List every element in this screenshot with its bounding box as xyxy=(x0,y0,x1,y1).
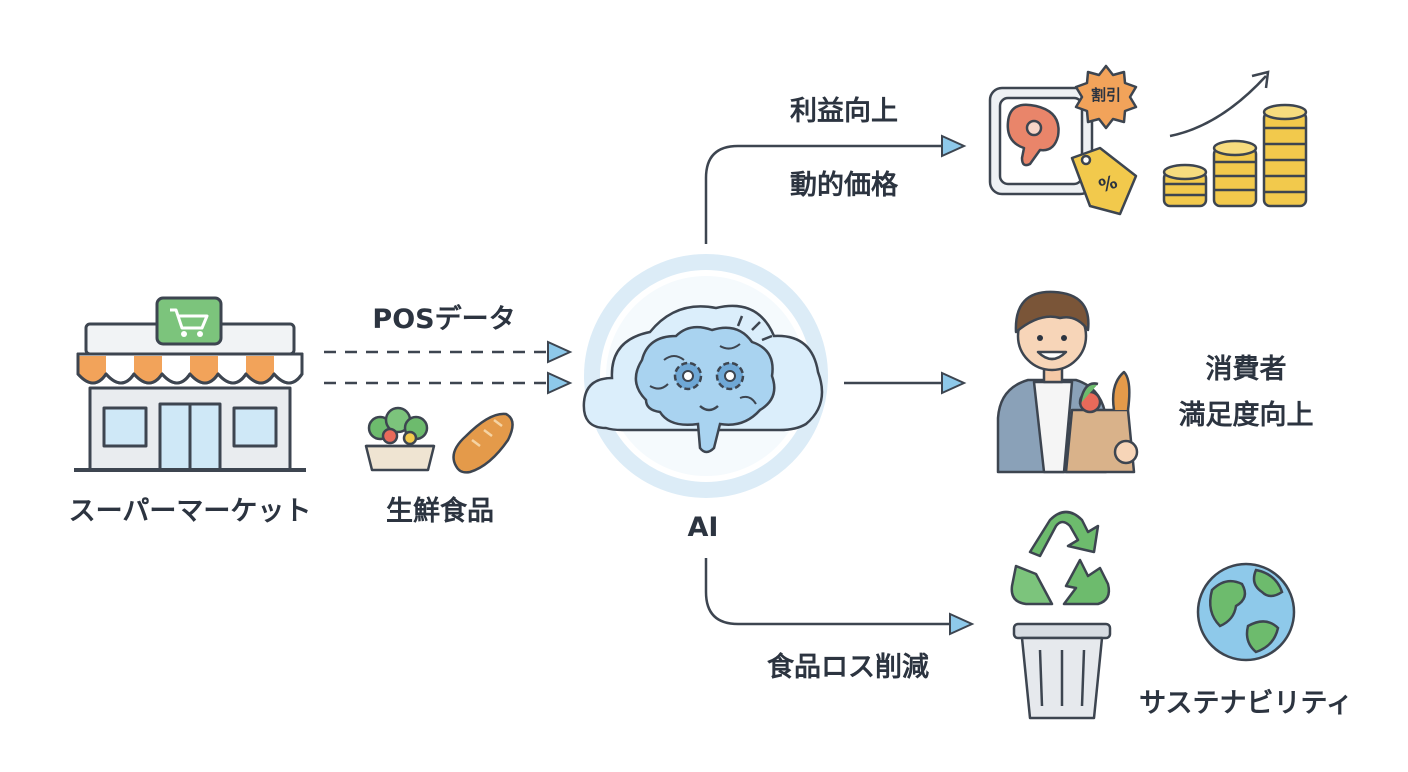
profit-label: 利益向上 xyxy=(790,95,898,127)
coins-growth-icon xyxy=(1162,70,1308,208)
sustainability-label: サステナビリティ xyxy=(1139,688,1353,719)
recycle-icon xyxy=(1010,510,1111,606)
fresh-food-label: 生鮮食品 xyxy=(386,495,494,527)
connector-to-consumer xyxy=(844,371,967,395)
consumer-label: 消費者 xyxy=(1206,354,1287,385)
supermarket-icon xyxy=(74,296,306,472)
ai-brain-icon xyxy=(582,254,828,498)
dynamic-pricing-label: 動的価格 xyxy=(790,169,899,201)
happy-consumer-icon xyxy=(996,290,1139,474)
discount-badge-label: 割引 xyxy=(1091,86,1121,104)
food-loss-label: 食品ロス削減 xyxy=(767,651,929,683)
salad-bowl-icon xyxy=(364,406,436,472)
connector-to-pricing xyxy=(704,134,967,244)
pos-data-label: POSデータ xyxy=(372,303,515,335)
satisfaction-label: 満足度向上 xyxy=(1179,399,1314,431)
ai-label: AI xyxy=(688,512,719,543)
trash-bin-icon xyxy=(1012,622,1112,720)
connector-to-waste xyxy=(704,558,975,636)
bread-icon xyxy=(452,412,514,474)
discount-meat-tray-icon xyxy=(988,64,1138,216)
pos-data-arrows xyxy=(324,340,573,395)
earth-globe-icon xyxy=(1196,562,1296,662)
supermarket-label: スーパーマーケット xyxy=(69,496,312,527)
